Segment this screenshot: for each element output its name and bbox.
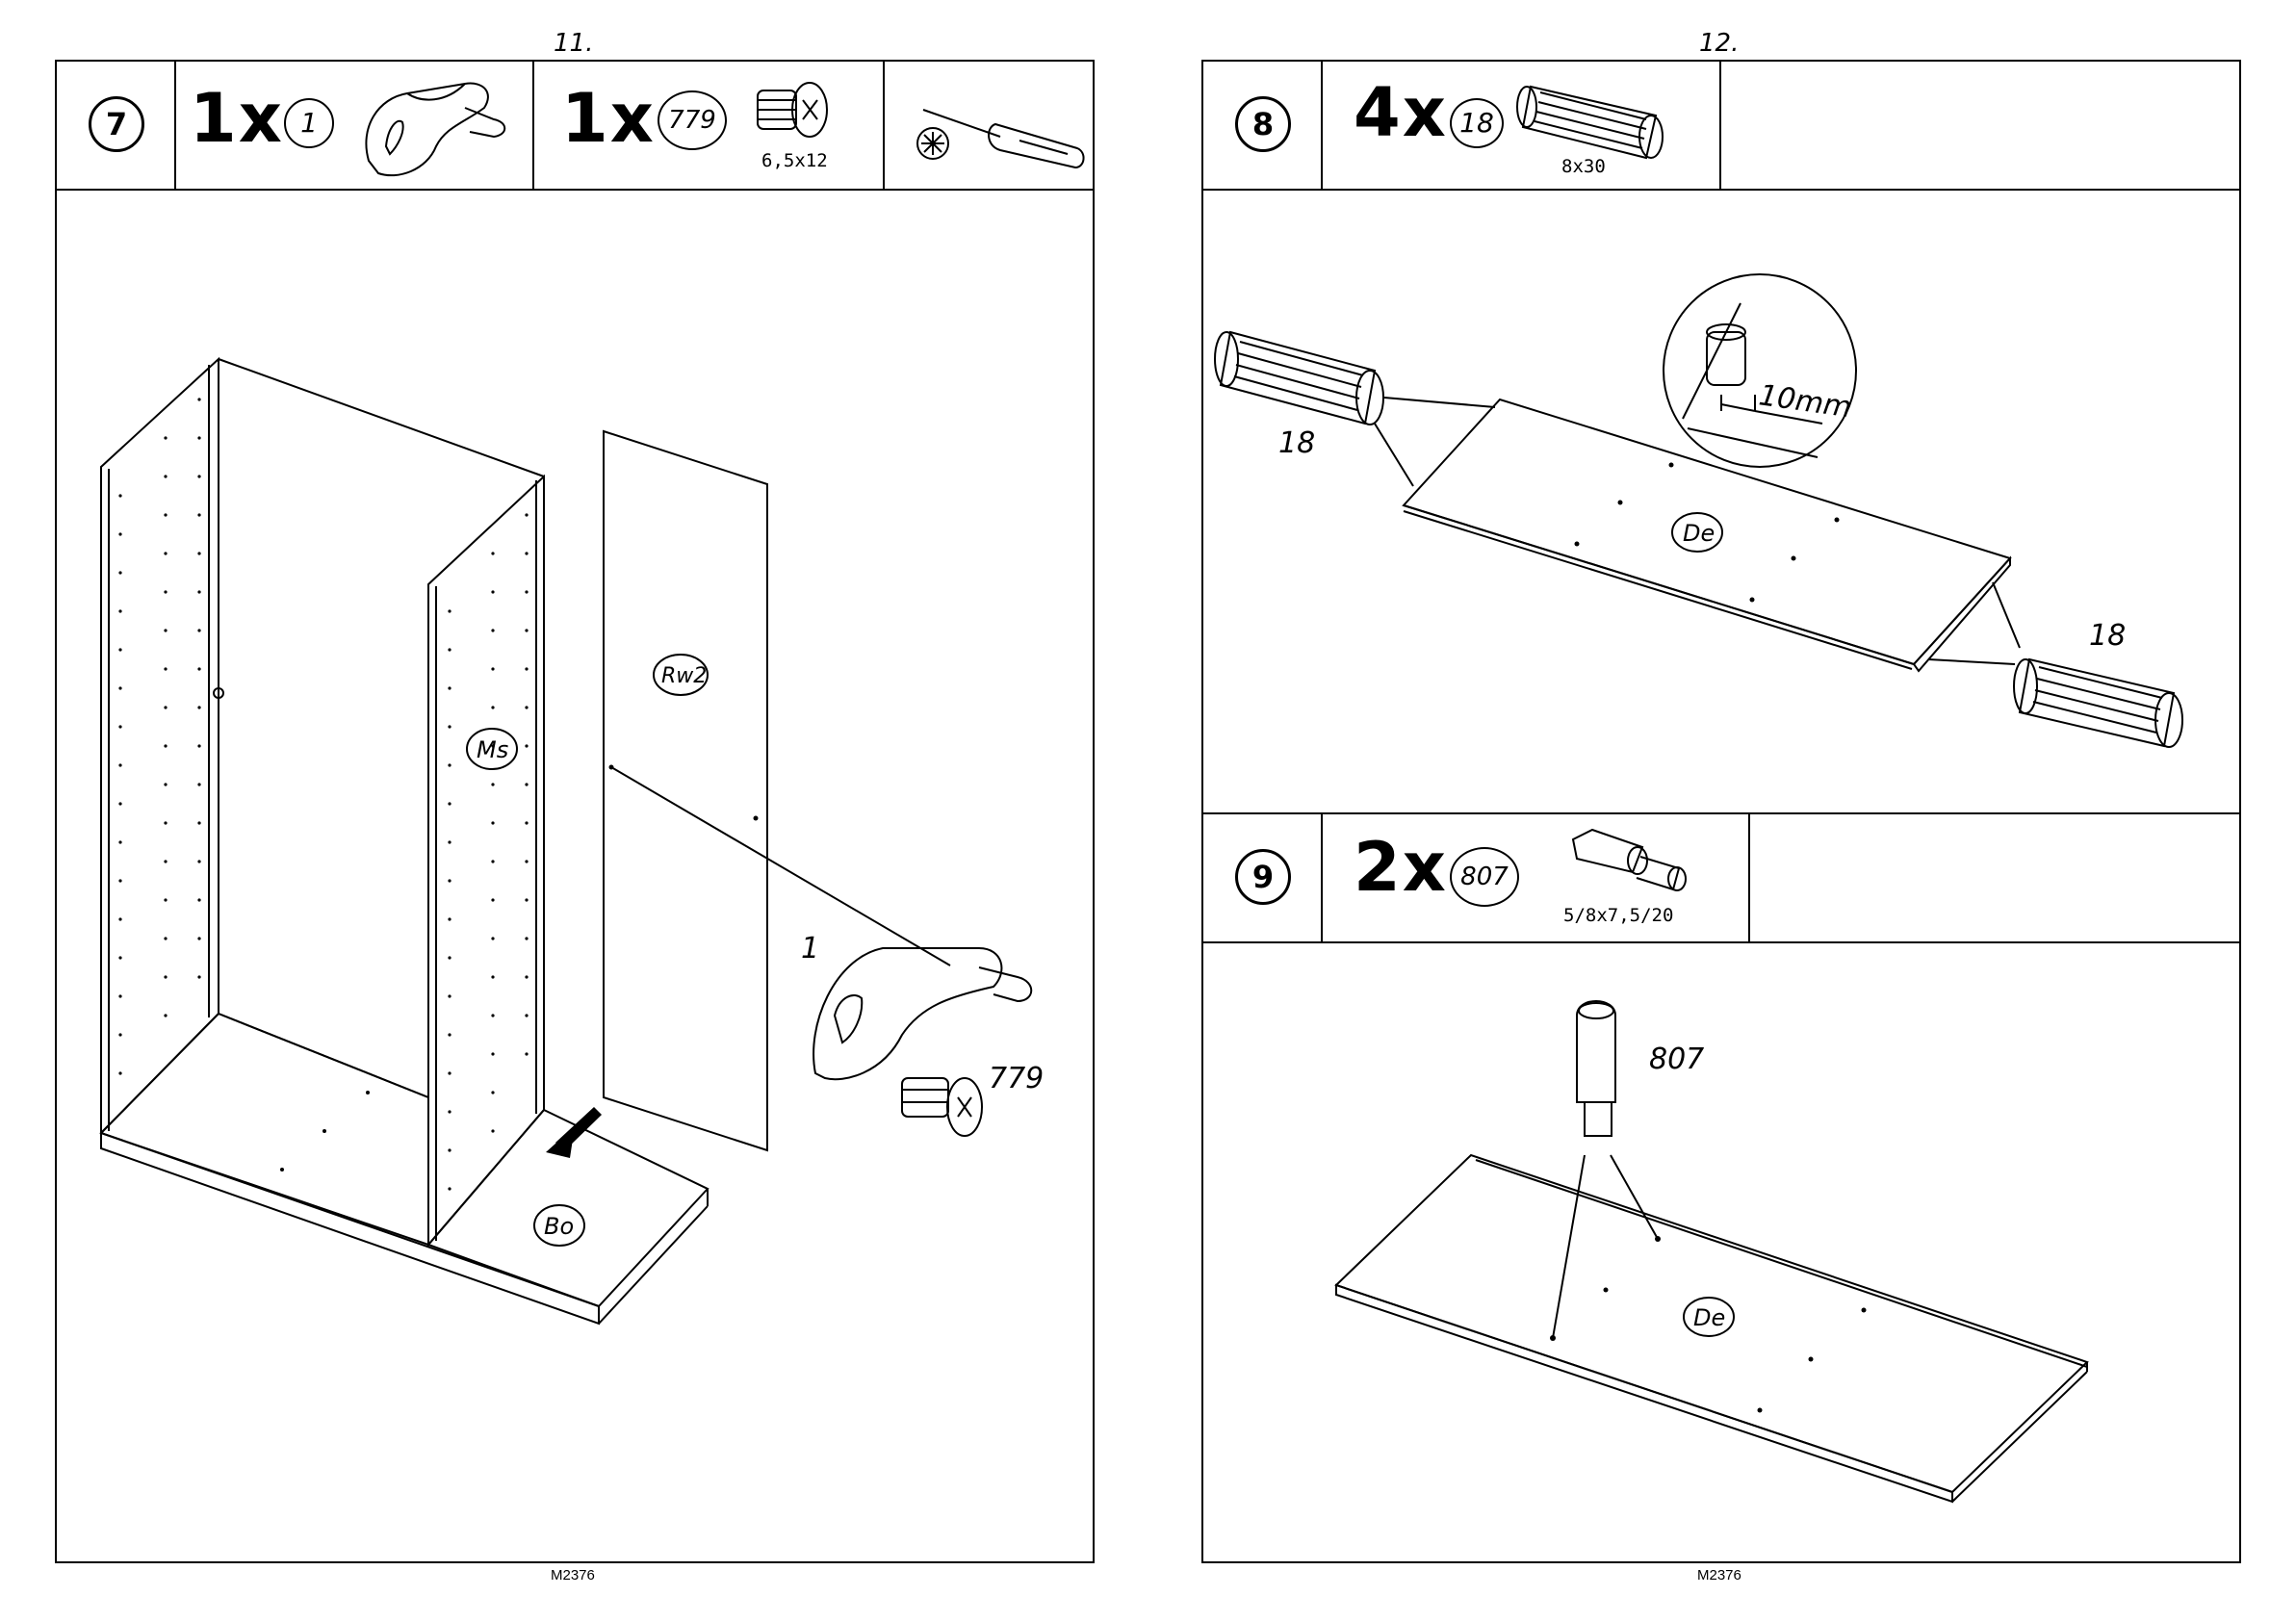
label-dowel-right: 18 [2089,619,2126,653]
shelf-pin-icon [1556,820,1719,897]
label-panel-step9: De [1693,1304,1725,1331]
part-number-circle: 779 [658,90,727,150]
cam-connector-icon [349,69,542,185]
tool-cell [885,62,1095,189]
wardrobe-assembly-illustration: 1 779 Ms Rw2 Bo [55,188,1095,1555]
label-dowel-left: 18 [1278,426,1315,460]
page-number-right: 12. [1699,29,1739,58]
step-number-cell: 9 [1203,814,1323,941]
step-9-header: 9 2x 807 5/8x7,5/20 [1203,812,2239,943]
label-back-panel: Rw2 [661,664,707,688]
shelf-hole-row [118,398,200,1074]
part-quantity: 1x [561,79,656,158]
step-number: 7 [89,96,144,152]
part-cell-pin: 2x 807 5/8x7,5/20 [1323,814,1750,941]
footer-code-left: M2376 [551,1567,595,1583]
label-pin: 807 [1649,1043,1704,1076]
label-bottom-panel: Bo [544,1213,574,1240]
part-size: 6,5x12 [761,150,828,171]
callout-screw-icon [902,1078,982,1136]
footer-code-right: M2376 [1697,1567,1741,1583]
part-quantity: 2x [1354,828,1448,907]
part-number-circle: 1 [284,98,334,148]
callout-label-screw: 779 [989,1062,1044,1095]
part-quantity: 4x [1354,73,1448,152]
callout-connector-icon [813,948,1031,1079]
step-number: 8 [1235,96,1291,152]
label-panel-step8: De [1683,520,1715,547]
step-8-header: 8 4x 18 8x30 [1203,62,2239,191]
part-number-circle: 807 [1450,847,1519,907]
part-cell-screw: 1x 779 6,5x12 [534,62,885,189]
step-number-cell: 8 [1203,62,1323,189]
part-cell-connector: 1x 1 [176,62,534,189]
part-size: 8x30 [1561,156,1606,177]
page-number-left: 11. [554,29,593,58]
label-detail-measure: 10mm [1757,378,1854,425]
part-size: 5/8x7,5/20 [1563,905,1673,926]
part-cell-dowel: 4x 18 8x30 [1323,62,1721,189]
step-9-illustration: 807 De [1201,939,2241,1564]
screwdriver-icon [894,71,1096,177]
dowel-icon [1511,69,1685,166]
callout-label-connector: 1 [801,932,819,965]
step-8-illustration: 10mm De 18 18 [1201,188,2241,804]
step-number: 9 [1235,849,1291,905]
label-side-panel: Ms [477,736,508,763]
part-number-circle: 18 [1450,98,1504,148]
screw-icon [750,79,856,156]
step-number-cell: 7 [57,62,176,189]
part-quantity: 1x [190,79,284,158]
step-7-header: 7 1x 1 1x 779 6,5x12 [57,62,1093,191]
